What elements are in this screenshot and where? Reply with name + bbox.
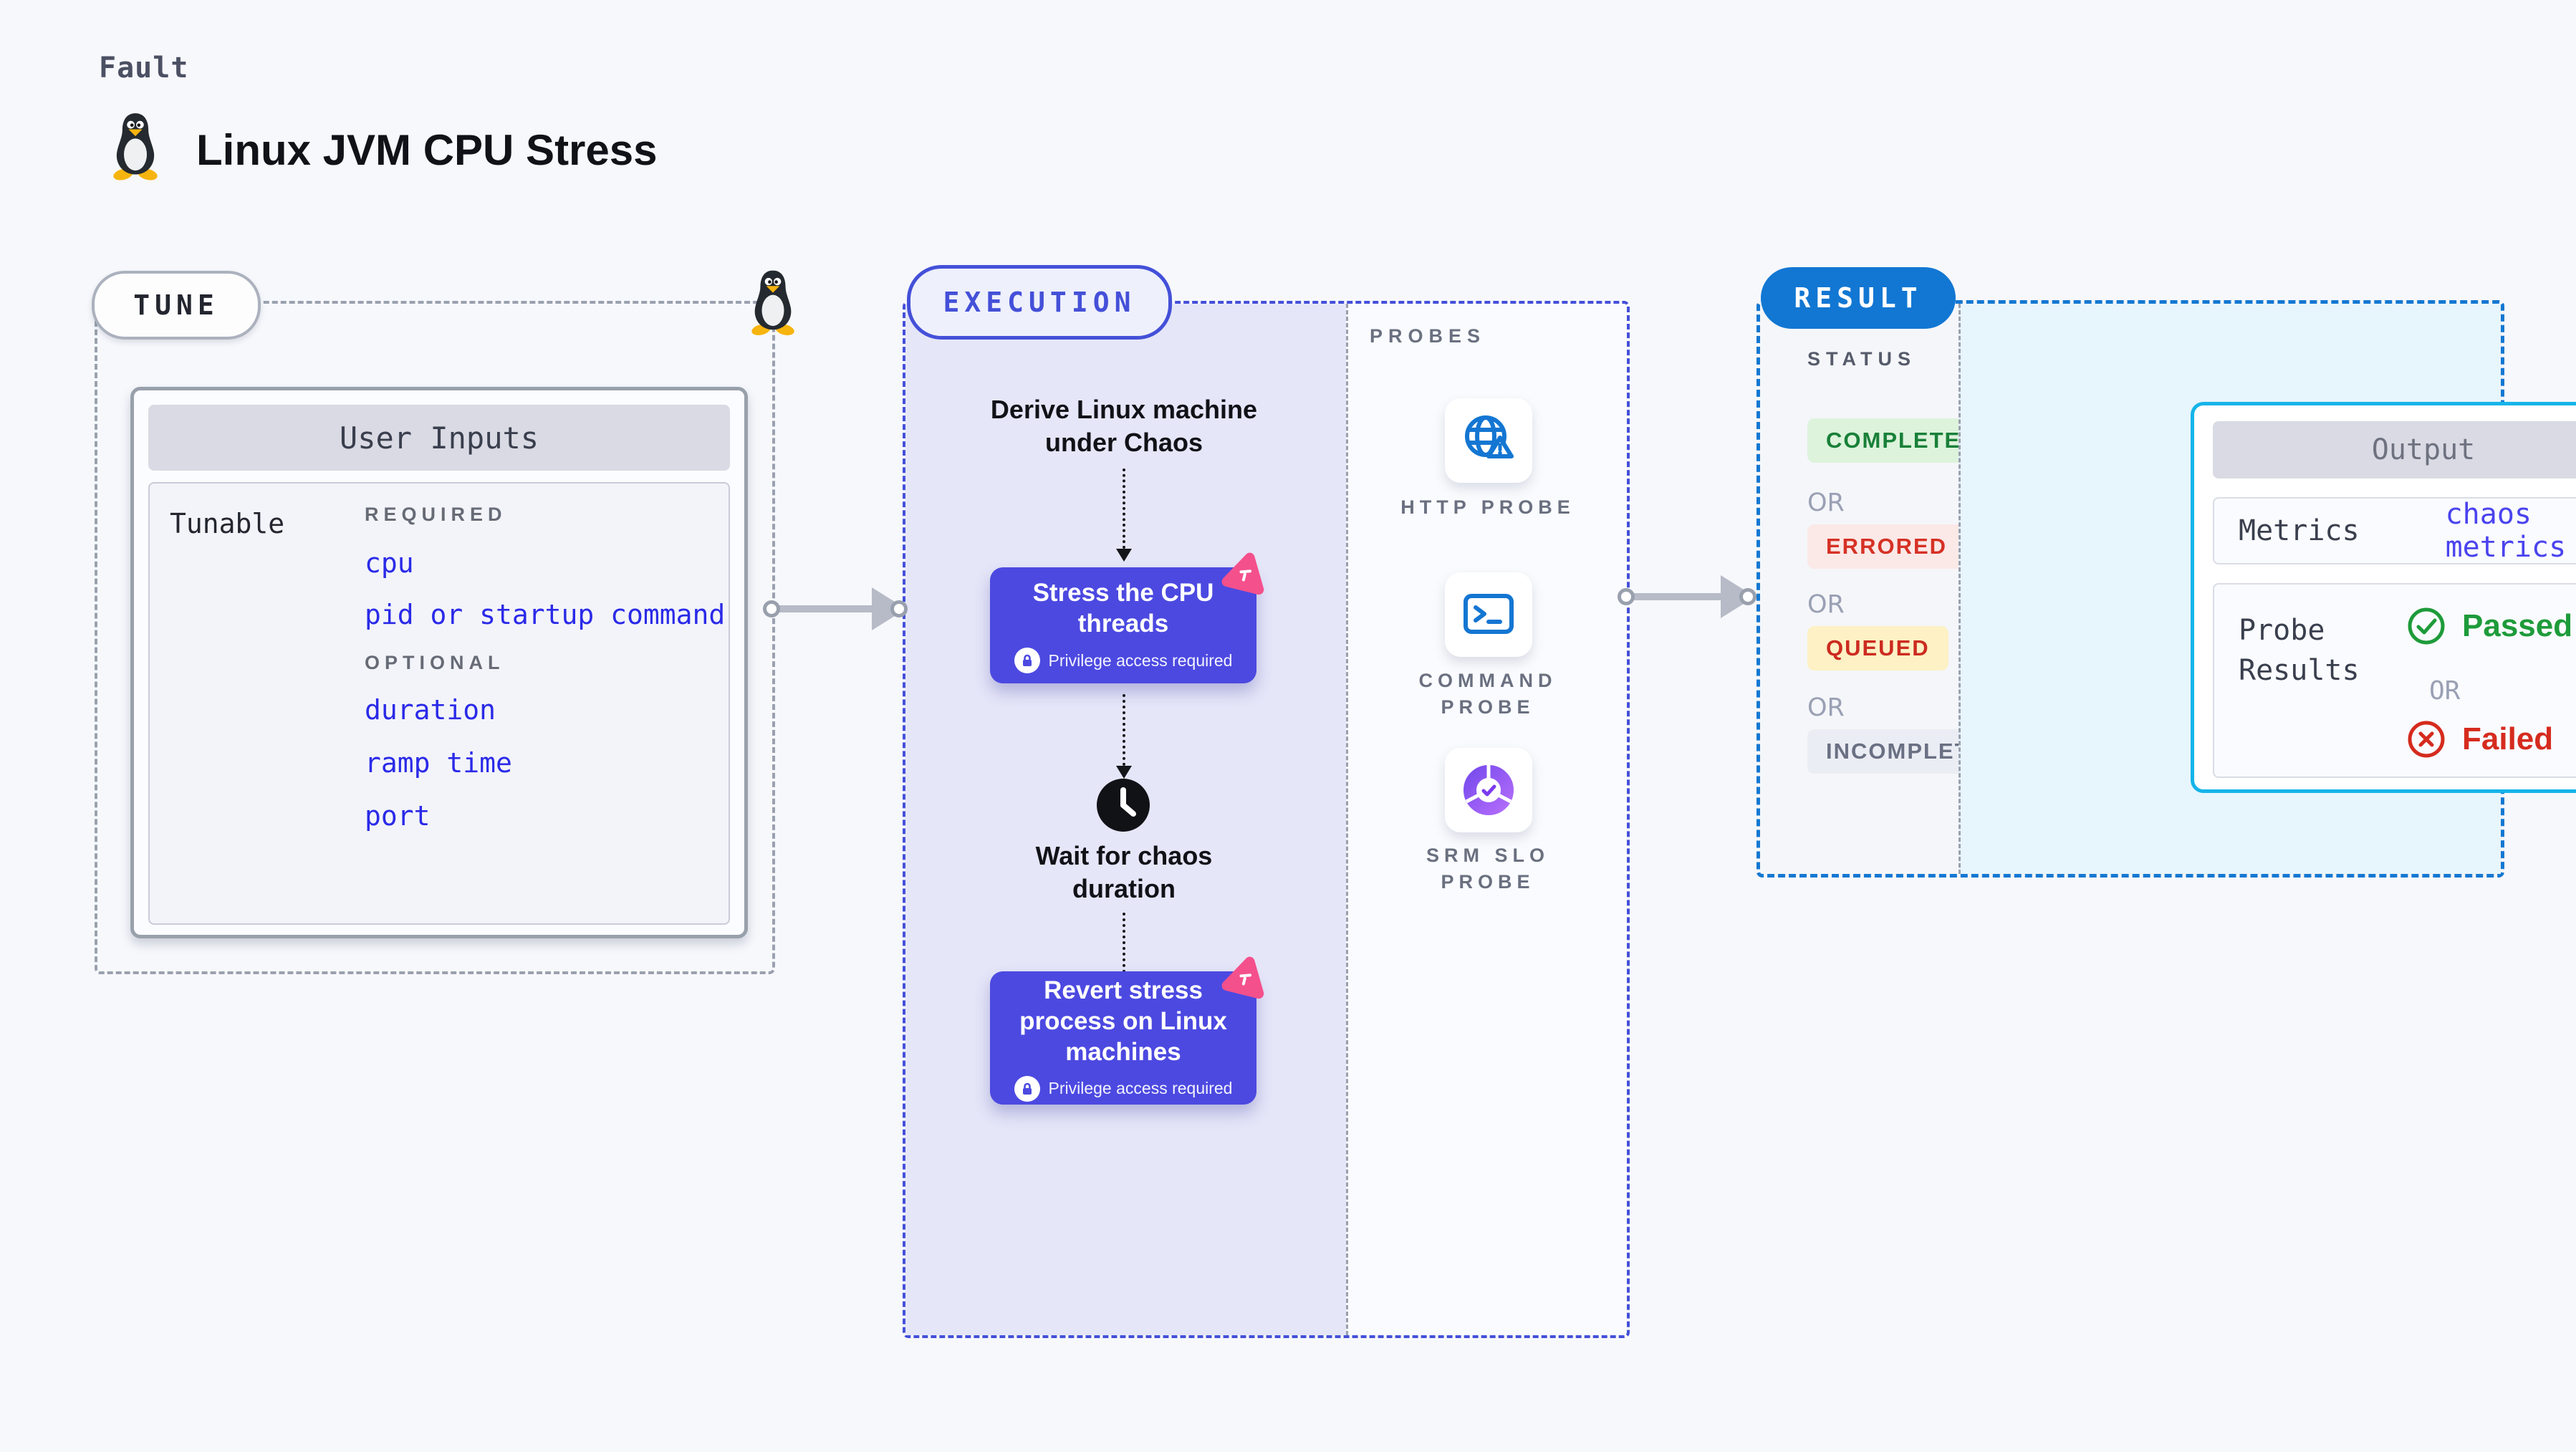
tunable-port-link[interactable]: port: [365, 800, 431, 832]
wait-step-text: Wait for chaos duration: [1035, 841, 1213, 903]
lock-icon: [1014, 1075, 1040, 1102]
revert-stress-node: Revert stress process on Linux machines …: [990, 956, 1264, 1105]
down-arrow-icon: [1116, 468, 1132, 562]
globe-alert-icon: [1465, 415, 1514, 458]
user-inputs-title: User Inputs: [148, 405, 730, 471]
or-separator: OR: [1807, 590, 1845, 619]
tune-pill: TUNE: [92, 271, 261, 340]
output-card: Output Metrics chaos metrics Probe Resul…: [2191, 402, 2576, 793]
status-badge-errored: ERRORED: [1807, 524, 1966, 569]
probe-results-row: Probe Results Passed OR: [2213, 583, 2576, 778]
page-title: Linux JVM CPU Stress: [196, 126, 658, 174]
linux-tux-icon-small: [751, 270, 794, 335]
revert-node-title: Revert stress process on Linux machines: [1019, 976, 1227, 1066]
lock-icon: [1014, 648, 1040, 673]
linux-tux-icon: [113, 113, 158, 181]
donut-check-icon: [1464, 763, 1514, 815]
required-group-label: REQUIRED: [365, 504, 507, 525]
passed-text: Passed: [2462, 608, 2573, 643]
probes-lane: PROBES HTTP PROBE COMMA: [1346, 304, 1627, 1335]
or-separator: OR: [1807, 693, 1845, 722]
tunable-pid-link[interactable]: pid or startup command: [365, 599, 726, 630]
stress-node-title: Stress the CPU threads: [1032, 579, 1214, 638]
stress-privilege-note: Privilege access required: [1048, 650, 1233, 670]
user-inputs-card: User Inputs Tunable REQUIRED cpu pid or …: [130, 387, 748, 938]
execution-flow-lane: Derive Linux machine under Chaos Stress …: [905, 304, 1346, 1335]
optional-group-label: OPTIONAL: [365, 652, 505, 673]
terminal-icon: [1464, 594, 1514, 634]
failed-x-icon: [2408, 721, 2445, 758]
status-badge-queued: QUEUED: [1807, 626, 1948, 670]
output-title: Output: [2213, 421, 2576, 479]
or-separator: OR: [2429, 676, 2461, 706]
wait-clock-icon: [1096, 778, 1150, 832]
tunable-ramp-time-link[interactable]: ramp time: [365, 747, 512, 779]
http-probe-card[interactable]: [1445, 398, 1532, 483]
or-separator: OR: [1807, 489, 1845, 517]
revert-privilege-note: Privilege access required: [1048, 1079, 1233, 1097]
tune-section: User Inputs Tunable REQUIRED cpu pid or …: [95, 301, 775, 974]
chaos-metrics-link[interactable]: chaos metrics: [2445, 498, 2567, 564]
user-inputs-table: Tunable REQUIRED cpu pid or startup comm…: [148, 482, 730, 925]
probe-results-label: Probe Results: [2239, 614, 2360, 687]
probes-label: PROBES: [1370, 325, 1486, 347]
fault-eyebrow: Fault: [99, 52, 189, 85]
output-lane: Output Metrics chaos metrics Probe Resul…: [1959, 304, 2576, 874]
status-label: STATUS: [1807, 348, 1916, 370]
result-pill: RESULT: [1761, 267, 1956, 329]
command-probe-label: COMMAND PROBE: [1418, 670, 1557, 718]
metrics-label: Metrics: [2239, 514, 2360, 547]
chaos-badge-icon: [1221, 552, 1264, 595]
http-probe-label: HTTP PROBE: [1400, 496, 1575, 518]
down-arrow-icon: [1116, 694, 1132, 779]
failed-text: Failed: [2462, 721, 2554, 756]
srm-slo-probe-label: SRM SLO PROBE: [1426, 845, 1549, 893]
tunable-cpu-link[interactable]: cpu: [365, 547, 414, 579]
execution-section: Derive Linux machine under Chaos Stress …: [903, 301, 1630, 1338]
chaos-badge-icon: [1221, 956, 1264, 999]
metrics-row: Metrics chaos metrics: [2213, 497, 2576, 564]
passed-check-icon: [2408, 607, 2445, 645]
tunable-row-label: Tunable: [170, 508, 285, 539]
derive-step-text: Derive Linux machine under Chaos: [990, 395, 1258, 457]
tunable-duration-link[interactable]: duration: [365, 694, 496, 726]
stress-cpu-node: Stress the CPU threads Privilege access …: [990, 552, 1264, 683]
srm-slo-probe-card[interactable]: [1445, 748, 1532, 832]
result-section: STATUS COMPLETED OR ERRORED OR QUEUED OR…: [1756, 300, 2576, 878]
command-probe-card[interactable]: [1445, 572, 1532, 657]
execution-pill: EXECUTION: [907, 265, 1172, 340]
